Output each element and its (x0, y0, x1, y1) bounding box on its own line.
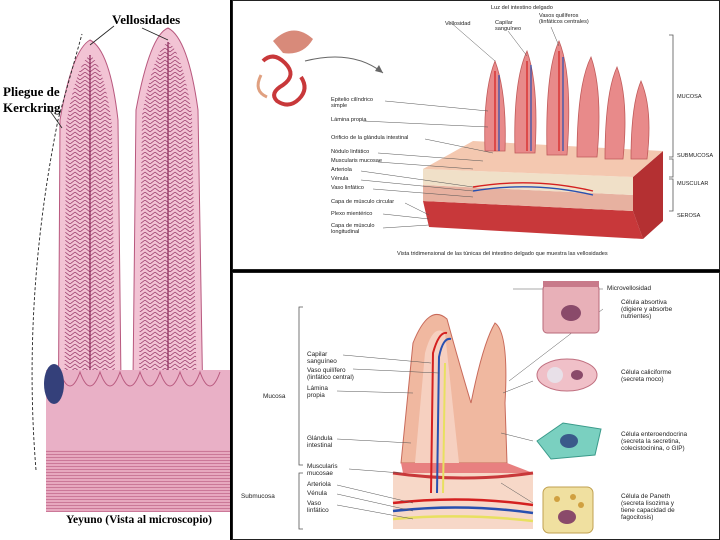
micrograph-panel: Vellosidades Pliegue de Kerckring Yeyuno… (0, 0, 230, 540)
columnar-epithelium-label: Epitelio cilíndrico simple (331, 97, 373, 109)
paneth-cell-label: Célula de Paneth (secreta lisozima y tie… (621, 493, 675, 521)
mucosa-base (46, 370, 230, 450)
intestine-wall-illustration (233, 1, 720, 270)
lacteal-label: Vaso quilífero (linfático central) (307, 367, 354, 381)
mucosa-label: Mucosa (263, 393, 285, 400)
submucosa-bracket (299, 473, 303, 529)
submucosa-label: Submucosa (241, 493, 275, 500)
venule-label: Vénula (331, 176, 348, 182)
circular-muscle-label: Capa de músculo circular (331, 199, 394, 205)
absorptive-cell (543, 281, 599, 333)
lymphatic-vessel-label: Vaso linfático (331, 185, 364, 191)
lymph-nodule (44, 364, 64, 404)
arteriole-label: Arteriola (331, 167, 352, 173)
absorptive-cell-label: Célula absortiva (digiere y absorbe nutr… (621, 299, 672, 320)
villi-cluster (485, 41, 649, 159)
zoom-arrow (305, 57, 383, 73)
figure-caption: Vista tridimensional de las túnicas del … (397, 251, 608, 257)
microvillus-label: Microvellosidad (607, 285, 651, 292)
lamina-propria-label: Lámina propia (307, 385, 328, 399)
muscularis-layer-label: MUSCULAR (677, 181, 708, 187)
lacteal-label: Vasos quilíferos (linfáticos centrales) (539, 13, 589, 25)
lumen-label: Luz del intestino delgado (491, 5, 553, 11)
villus-label: Vellosidad (445, 21, 471, 27)
intestine-wall-3d-panel: Luz del intestino delgado Vellosidad Cap… (232, 0, 720, 270)
enteroendocrine-cell-label: Célula enteroendocrina (secreta la secre… (621, 431, 687, 452)
mucosa-layer-label: MUCOSA (677, 94, 702, 100)
villi-title: Vellosidades (112, 12, 180, 28)
jejunum-micrograph (0, 0, 230, 540)
myenteric-plexus-label: Plexo mientérico (331, 211, 372, 217)
muscularis-mucosae-label: Muscularis mucosae (331, 158, 382, 164)
serosa-layer-label: SEROSA (677, 213, 700, 219)
blood-capillary-label: Capilar sanguíneo (495, 20, 521, 32)
lymph-nodule-label: Nódulo linfático (331, 149, 369, 155)
longitudinal-muscle-label: Capa de músculo longitudinal (331, 223, 375, 235)
lymphatic-vessel-label: Vaso linfático (307, 500, 329, 514)
jejunum-caption: Yeyuno (Vista al microscopio) (66, 514, 212, 526)
venule-label: Vénula (307, 490, 327, 497)
intestinal-gland-opening-label: Orificio de la glándula intestinal (331, 135, 408, 141)
lamina-propria-label: Lámina propia (331, 117, 366, 123)
goblet-cell (537, 359, 597, 391)
arteriole-label: Arteriola (307, 481, 331, 488)
paneth-cell (543, 487, 593, 533)
muscle-layer (46, 450, 230, 512)
submucosa-layer-label: SUBMUCOSA (677, 153, 713, 159)
kerckring-fold-label: Pliegue de Kerckring (3, 84, 61, 116)
villus-cells-panel: Capilar sanguíneo Vaso quilífero (linfát… (232, 272, 720, 540)
enteroendocrine-cell (537, 423, 601, 459)
intestinal-gland-label: Glándula intestinal (307, 435, 333, 449)
digestive-tract-icon (258, 30, 313, 104)
villus-section (393, 314, 533, 529)
muscularis-mucosae-label: Muscularis mucosae (307, 463, 338, 477)
mucosa-bracket (299, 307, 303, 465)
goblet-cell-label: Célula caliciforme (secreta moco) (621, 369, 671, 383)
blood-capillary-label: Capilar sanguíneo (307, 351, 337, 365)
